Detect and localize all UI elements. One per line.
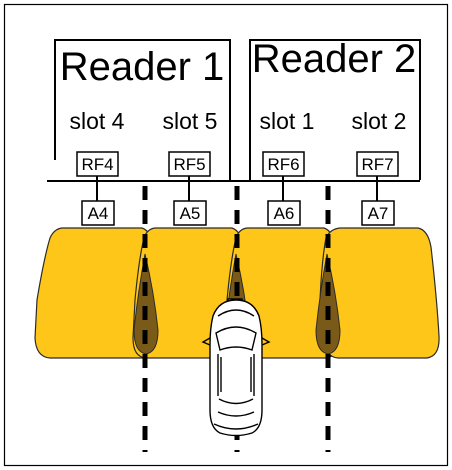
rf-port-box bbox=[356, 151, 399, 177]
rf-port-boxes bbox=[76, 151, 399, 177]
reader-2-title: Reader 2 bbox=[252, 37, 417, 81]
rf-port-box bbox=[168, 151, 211, 177]
antenna-label: A4 bbox=[88, 204, 109, 223]
slot-label: slot 4 bbox=[70, 108, 125, 134]
rf-port-box bbox=[262, 151, 305, 177]
antenna-box bbox=[173, 200, 207, 226]
antenna-box bbox=[81, 200, 115, 226]
reader-1-title: Reader 1 bbox=[60, 45, 225, 89]
rf-port-label: RF5 bbox=[173, 155, 205, 174]
slot-label: slot 2 bbox=[352, 108, 407, 134]
rf-port-label: RF6 bbox=[267, 155, 299, 174]
antenna-boxes bbox=[81, 200, 395, 226]
antenna-label: A7 bbox=[368, 204, 389, 223]
antenna-label: A6 bbox=[274, 204, 295, 223]
reader-2-box bbox=[249, 39, 421, 180]
slot-label: slot 1 bbox=[260, 108, 315, 134]
rf-port-label: RF4 bbox=[81, 155, 113, 174]
antenna-box bbox=[267, 200, 301, 226]
reader-1-box bbox=[54, 39, 231, 180]
car-top-view-icon bbox=[201, 298, 271, 437]
slot-label: slot 5 bbox=[163, 108, 218, 134]
antenna-box bbox=[361, 200, 395, 226]
diagram-border bbox=[3, 3, 449, 467]
rf-port-box bbox=[76, 151, 119, 177]
rf-port-label: RF7 bbox=[361, 155, 393, 174]
rf-connectors bbox=[96, 176, 378, 201]
antenna-label: A5 bbox=[180, 204, 201, 223]
